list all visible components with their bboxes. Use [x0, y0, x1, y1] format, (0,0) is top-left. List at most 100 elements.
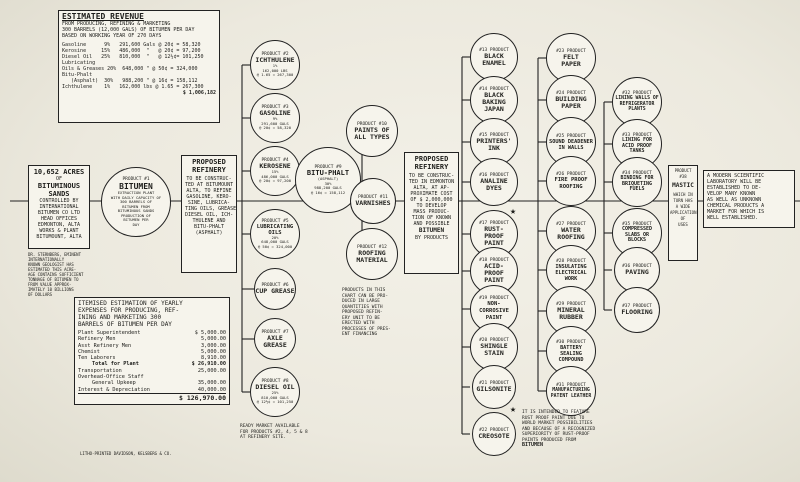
product-name: CUP GREASE	[255, 287, 295, 295]
product-detail: PRODUCTION OF	[121, 212, 151, 218]
product-name: BINDING FOR BRIQUETING FUELS	[620, 174, 654, 193]
geologist-note-line: KNOWN GEOLOGIST HAS	[28, 262, 74, 267]
production-note-line: ERY UNIT TO BE	[342, 315, 380, 321]
laboratory-line: VELOP MANY KNOWN	[707, 191, 756, 197]
product-12-circle: PRODUCT #12 ROOFING MATERIAL	[346, 228, 398, 280]
yearly-expenses-box: ITEMISED ESTIMATION OF YEARLY EXPENSES F…	[74, 297, 230, 405]
refinery-line: TION OF KNOWN	[411, 215, 452, 221]
expense-label: Asst Refinery Men	[78, 342, 132, 349]
product-name: LINING FOR ACID PROOF TANKS	[621, 136, 653, 155]
laboratory-line: A MODERN SCIENTIFIC	[707, 173, 765, 179]
laboratory-line: ESTABLISHED TO DE-	[707, 185, 762, 191]
product-number: #18 PRODUCT	[479, 258, 509, 263]
product-name: WATER ROOFING	[557, 225, 585, 241]
product-number: #35 PRODUCT	[622, 221, 652, 227]
acres-line: WORKS & PLANT	[39, 228, 79, 234]
revenue-title: ESTIMATED REVENUE	[62, 12, 144, 21]
geologist-note-line: OF DOLLARS	[28, 292, 53, 297]
product-name: BITUMEN	[119, 182, 153, 191]
refinery-line: TO BE CONSTRUC-	[186, 176, 232, 182]
revenue-row: Lubricating	[62, 60, 96, 66]
product-8-circle: PRODUCT #8 DIESEL OIL 25% 810,000 GALS @…	[250, 367, 300, 417]
acres-line: HEAD OFFICES	[40, 216, 78, 222]
product-detail: BITUMINOUS SANDS	[117, 208, 155, 213]
revenue-row: Ichthulene 1% 162,000 lbs @ 1.65 = 267,3…	[62, 84, 204, 90]
product-number: PRODUCT #4	[261, 158, 289, 164]
product-2-circle: PRODUCT #2 ICHTHULENE 1% 162,000 LBS @ 1…	[250, 40, 300, 90]
product-number: PRODUCT #7	[261, 329, 289, 335]
expense-label: Transportation	[78, 367, 122, 374]
product-detail: EXTRACTION PLANT	[117, 190, 155, 195]
product-detail: 25%	[271, 390, 279, 396]
product-number: PRODUCT #1	[122, 177, 150, 182]
revenue-total: $ 1,006,182	[182, 90, 216, 96]
product-detail: @ 20¢ = 58,320	[258, 125, 291, 131]
expense-amount: 3,000.00	[201, 342, 226, 349]
revenue-subtitle: BASED ON WORKING YEAR OF 270 DAYS	[62, 33, 162, 39]
refinery-line: TO BE CONSTRUC-	[408, 173, 455, 179]
expense-row: Overhead-Office Staff	[78, 374, 226, 380]
geologist-note-line: FROM VALUE APPROX-	[28, 282, 72, 287]
production-note-line: PRODUCTS IN THIS	[342, 288, 386, 293]
printer-credit: LITHO-PRINTED DAVIDSON, KELSBERG & CO.	[80, 451, 172, 456]
mastic-line: WHICH IN	[673, 192, 693, 197]
product-number: #21 PRODUCT	[479, 381, 509, 386]
expense-label: Total for Plant	[92, 361, 139, 368]
product-name: PAVING	[625, 268, 649, 276]
product-name: VARNISHES	[355, 199, 391, 207]
rust-note-line: WORLD MARKET POSSIBILITIES	[522, 421, 593, 426]
geologist-note: DR. STERNBERG, EMINENT INTERNATIONALLY K…	[28, 252, 83, 297]
product-detail: @ 1.65 = 267,300	[256, 72, 294, 78]
revenue-row: (Asphalt) 30% 988,200 " @ 16¢ = 158,112	[62, 78, 198, 84]
refinery-line: ALTA, TO REFINE	[186, 188, 232, 194]
expenses-title: EXPENSES FOR PRODUCING, REF-	[78, 307, 180, 314]
refinery-line: DIESEL OIL, ICH-	[185, 212, 234, 218]
expense-row: Plant Superintendent$ 5,000.00	[78, 330, 226, 336]
expense-amount: $ 26,910.00	[191, 361, 226, 368]
expense-label: General Upkeep	[92, 380, 136, 387]
product-6-circle: PRODUCT #6 CUP GREASE	[254, 268, 296, 310]
product-name: ANALINE DYES	[480, 176, 508, 192]
product-detail: 486,000 GALS	[261, 173, 289, 179]
expense-amount: 8,910.00	[201, 355, 226, 362]
expense-amount: 25,000.00	[197, 367, 226, 374]
refinery-line: GASOLINE, KERO-	[186, 194, 232, 200]
product-name: PAINTS OF ALL TYPES	[354, 125, 390, 141]
product-detail: @ 16¢ = 158,112	[310, 189, 346, 195]
product-name: RUST-PROOF PAINT	[484, 225, 504, 247]
mastic-line: OF	[680, 216, 686, 221]
product-detail: @ 50¢ = 324,000	[257, 243, 293, 249]
rust-note-line: PAINTS PRODUCED FROM	[522, 437, 577, 443]
product-number: PRODUCT #10	[357, 121, 387, 127]
product-name: PRINTERS' INK	[476, 136, 512, 152]
product-name: DIESEL OIL	[255, 383, 295, 392]
product-10-circle: PRODUCT #10 PAINTS OF ALL TYPES	[346, 105, 398, 157]
product-number: #36 PRODUCT	[622, 264, 652, 269]
product-number: #33 PRODUCT	[622, 132, 652, 138]
product-name: FELT PAPER	[561, 52, 581, 68]
product-name: LINING WALLS OF REFRIGERATOR PLANTS	[615, 96, 659, 113]
acres-line: BITUMOUNT, ALTA	[36, 234, 82, 240]
mastic-line: USES	[678, 222, 688, 227]
star-marker-icon: ★	[510, 404, 517, 415]
product-detail: 300 BARRELS OF	[119, 199, 152, 204]
product-number: #24 PRODUCT	[556, 90, 586, 96]
expense-label: Refinery Men	[78, 336, 116, 343]
market-note-line: FOR PRODUCTS #2, 4, 5 & 8	[240, 429, 308, 435]
product-detail: 15%	[271, 169, 279, 175]
mastic-line: APPLICATION	[670, 210, 697, 215]
production-note-line: PROCESSES OF PRES-	[342, 326, 391, 332]
product-name: SOUND DEADENER IN WALLS	[549, 138, 593, 151]
product-detail: @ 12½¢ = 101,250	[256, 399, 294, 405]
product-number: PRODUCT #11	[358, 195, 388, 200]
refinery-line: BY PRODUCTS	[414, 235, 449, 241]
